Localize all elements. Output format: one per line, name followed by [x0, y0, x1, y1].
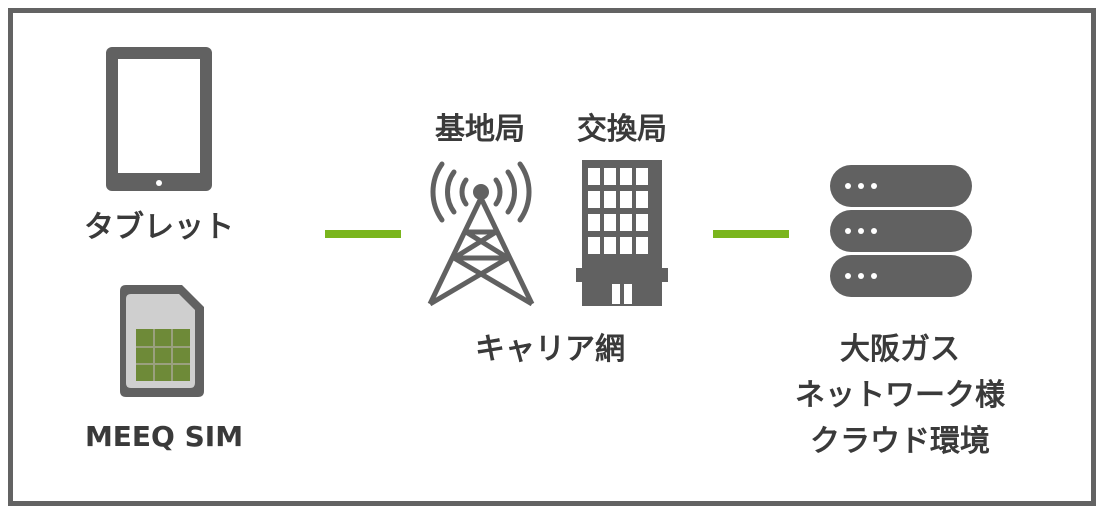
- cloud-label-line-2: ネットワーク様: [795, 378, 1005, 413]
- building-icon: [576, 160, 668, 306]
- server-stack-icon: [830, 165, 972, 297]
- sim-card-icon: [120, 285, 204, 397]
- diagram-frame: [8, 8, 1096, 506]
- base-station-label: 基地局: [435, 112, 525, 147]
- tablet-icon: [106, 47, 212, 191]
- exchange-label: 交換局: [577, 112, 667, 147]
- connector-left: [325, 230, 401, 238]
- cloud-label-line-1: 大阪ガス: [840, 332, 960, 367]
- carrier-network-label: キャリア網: [475, 332, 625, 367]
- tablet-label: タブレット: [84, 210, 234, 245]
- cloud-label-line-3: クラウド環境: [810, 424, 990, 459]
- connector-right: [713, 230, 789, 238]
- sim-label: MEEQ SIM: [84, 420, 244, 453]
- antenna-tower-icon: [427, 161, 535, 307]
